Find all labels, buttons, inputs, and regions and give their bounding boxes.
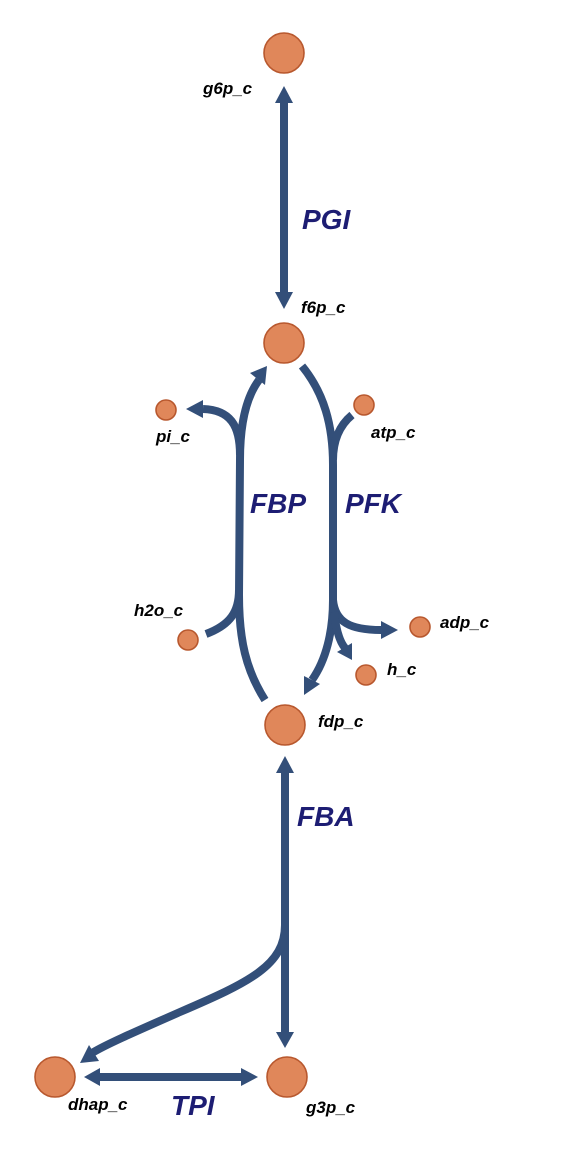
edge-fbp-main	[235, 377, 269, 703]
label-adp: adp_c	[440, 613, 490, 632]
metabolite-labels: g6p_c f6p_c pi_c atp_c h2o_c adp_c h_c f…	[68, 79, 490, 1117]
label-h2o: h2o_c	[134, 601, 184, 620]
node-adp[interactable]	[409, 616, 431, 638]
reaction-labels: PGI FBP PFK FBA TPI	[171, 204, 403, 1121]
edge-fba-dhap	[89, 924, 289, 1057]
reaction-label-fba: FBA	[297, 801, 355, 832]
arrowhead-fbp-to-pi	[186, 400, 203, 418]
label-dhap: dhap_c	[68, 1095, 128, 1114]
node-g3p[interactable]	[266, 1056, 308, 1098]
label-g3p: g3p_c	[305, 1098, 356, 1117]
arrowhead-fba-to-dhap	[80, 1045, 99, 1063]
node-h[interactable]	[355, 664, 377, 686]
reaction-label-tpi: TPI	[171, 1090, 216, 1121]
edge-fbp-h2o	[204, 589, 243, 638]
arrowhead-pfk-to-adp	[381, 621, 398, 639]
node-g6p[interactable]	[263, 32, 305, 74]
label-atp: atp_c	[371, 423, 416, 442]
node-pi[interactable]	[155, 399, 177, 421]
reaction-edges	[80, 86, 398, 1086]
arrowhead-pgi-to-f6p	[275, 292, 293, 309]
label-h: h_c	[387, 660, 417, 679]
edge-pfk-h	[330, 611, 349, 651]
label-g6p: g6p_c	[202, 79, 253, 98]
node-fdp[interactable]	[264, 704, 306, 746]
node-f6p[interactable]	[263, 322, 305, 364]
arrowhead-tpi-to-g3p	[241, 1068, 258, 1086]
arrowhead-fba-to-g3p	[276, 1032, 294, 1048]
label-pi: pi_c	[155, 427, 191, 446]
metabolite-nodes	[34, 32, 431, 1098]
arrowhead-fba-to-fdp	[276, 756, 294, 773]
arrowhead-pfk-to-h	[337, 643, 352, 660]
label-f6p: f6p_c	[301, 298, 346, 317]
arrowhead-pgi-to-g6p	[275, 86, 293, 103]
node-dhap[interactable]	[34, 1056, 76, 1098]
edge-pfk-main	[298, 363, 337, 683]
node-h2o[interactable]	[177, 629, 199, 651]
arrowhead-fbp-to-f6p	[250, 366, 267, 385]
reaction-label-fbp: FBP	[250, 488, 306, 519]
edge-pfk-adp	[329, 599, 382, 634]
label-fdp: fdp_c	[318, 712, 364, 731]
reaction-label-pgi: PGI	[302, 204, 351, 235]
reaction-label-pfk: PFK	[345, 488, 403, 519]
arrowhead-pfk-to-fdp	[304, 676, 320, 695]
node-atp[interactable]	[353, 394, 375, 416]
edge-pfk-atp	[329, 411, 355, 461]
arrowhead-tpi-to-dhap	[84, 1068, 100, 1086]
edge-fbp-pi	[202, 405, 244, 456]
